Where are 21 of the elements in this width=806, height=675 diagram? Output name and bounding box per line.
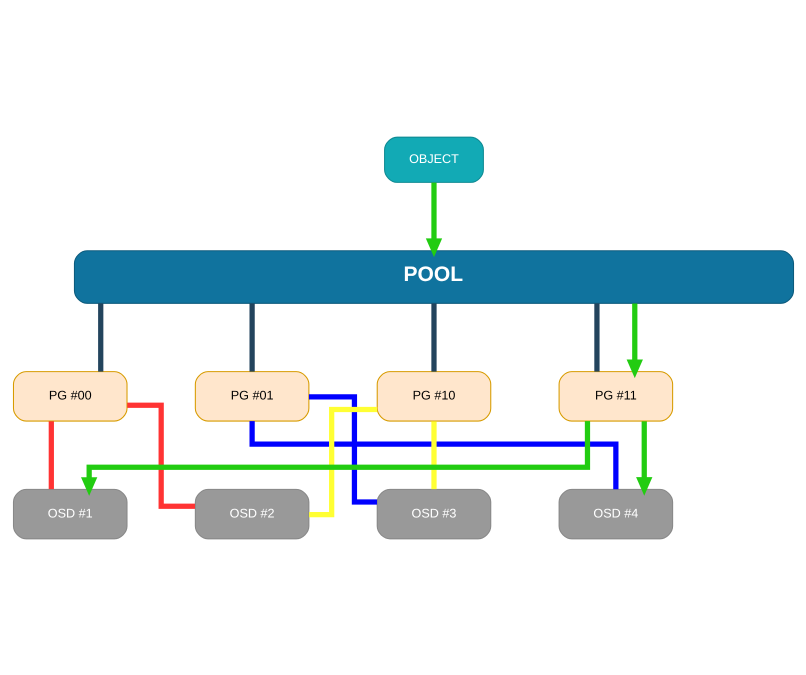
node-box: PG #01 [194,370,309,422]
connector [98,303,103,372]
node-box: OSD #3 [376,488,491,539]
connector [594,303,600,372]
arrow [626,303,642,378]
connector [126,402,195,508]
arrow [636,420,652,496]
node-box: POOL [73,250,794,304]
node-box: PG #10 [376,370,491,422]
arrow [80,420,590,496]
node-box: PG #11 [558,370,673,422]
connector [248,303,254,372]
connector [48,420,54,489]
connector [430,420,436,489]
node-box: OSD #4 [558,488,673,539]
connector [430,303,436,372]
node-box: OBJECT [384,136,484,182]
node-box: PG #00 [12,370,128,422]
arrow [425,182,442,257]
node-box: OSD #2 [194,488,309,539]
node-box: OSD #1 [12,488,128,539]
